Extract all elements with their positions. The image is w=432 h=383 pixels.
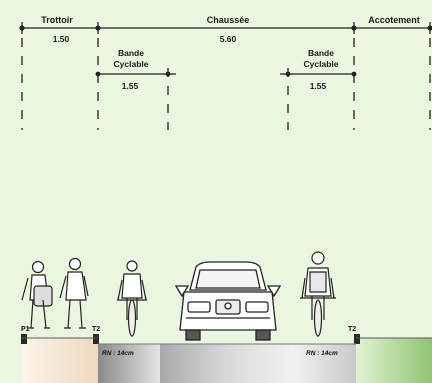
label-chaussee: Chaussée (207, 15, 250, 25)
marker-p1: P1 (21, 326, 30, 333)
car-front-view-icon (174, 261, 282, 341)
bande-left-line1: Bande (118, 48, 144, 58)
pavement-annotation-right: RN : 14cm (306, 350, 338, 357)
width-bande-left: 1.55 (122, 81, 139, 91)
cyclist-left-icon (117, 260, 147, 337)
vertical-guide-lines (21, 38, 431, 130)
sidewalk-surface (22, 338, 98, 383)
marker-t2-left: T2 (92, 326, 100, 333)
width-bande-right: 1.55 (310, 81, 327, 91)
carriageway-surface (160, 344, 294, 383)
width-chaussee: 5.60 (220, 34, 237, 44)
width-trottoir: 1.50 (53, 34, 70, 44)
cyclist-right-icon (300, 251, 336, 337)
label-trottoir: Trottoir (41, 15, 73, 25)
label-accotement: Accotement (368, 15, 420, 25)
bande-right-line1: Bande (308, 48, 334, 58)
curb-t2-left (93, 334, 99, 344)
bande-left-line2: Cyclable (114, 59, 149, 69)
shoulder-surface (356, 338, 432, 383)
curb-p1 (21, 334, 27, 344)
pedestrian-icon (59, 257, 89, 329)
curb-t2-right (354, 334, 360, 344)
bike-lane-right-surface (294, 344, 356, 383)
pavement-annotation-left: RN : 14cm (102, 350, 134, 357)
bande-right-line2: Cyclable (304, 59, 339, 69)
bike-lane-left-surface (98, 344, 160, 383)
marker-t2-right: T2 (348, 326, 356, 333)
pedestrian-with-bag-icon (21, 260, 53, 329)
